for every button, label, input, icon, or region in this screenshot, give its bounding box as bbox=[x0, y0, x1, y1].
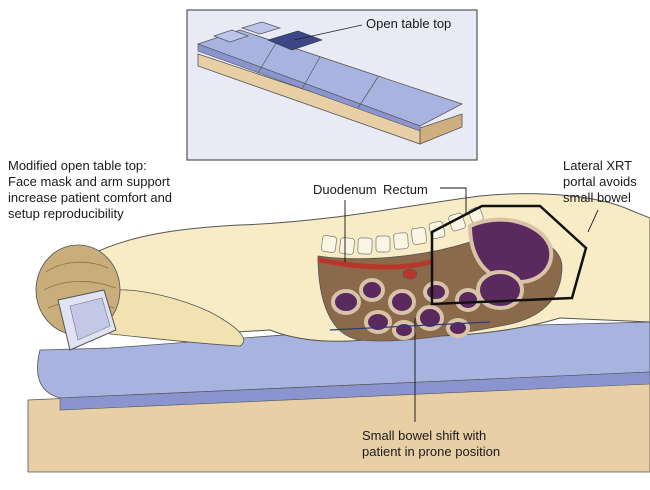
lateral-line-3: small bowel bbox=[563, 190, 631, 205]
modified-line-4: setup reproducibility bbox=[8, 206, 124, 221]
modified-line-1: Modified open table top: bbox=[8, 158, 147, 173]
main-table bbox=[27, 321, 650, 473]
lateral-line-1: Lateral XRT bbox=[563, 158, 633, 173]
modified-line-2: Face mask and arm support bbox=[8, 174, 170, 189]
shift-line-2: patient in prone position bbox=[362, 444, 501, 459]
label-open-table-top: Open table top bbox=[366, 16, 452, 31]
label-lateral-xrt: Lateral XRT portal avoids small bowel bbox=[563, 158, 637, 206]
xrt-portal-outline bbox=[430, 204, 588, 306]
modified-line-3: increase patient comfort and bbox=[8, 190, 173, 205]
inset-panel bbox=[186, 9, 478, 161]
label-small-bowel-shift: Small bowel shift with patient in prone … bbox=[362, 428, 500, 460]
label-duodenum: Duodenum bbox=[313, 182, 377, 197]
inset-opening bbox=[267, 30, 323, 51]
label-rectum: Rectum bbox=[383, 182, 428, 197]
leader-lines bbox=[329, 187, 599, 422]
small-bowel-loops bbox=[331, 278, 481, 340]
label-modified-table-top: Modified open table top: Face mask and a… bbox=[8, 158, 172, 222]
rectum-colon bbox=[467, 217, 554, 285]
duodenum-vessel bbox=[317, 257, 433, 270]
lateral-line-2: portal avoids bbox=[563, 174, 637, 189]
abdomen bbox=[317, 217, 563, 342]
shift-line-1: Small bowel shift with bbox=[362, 428, 487, 443]
